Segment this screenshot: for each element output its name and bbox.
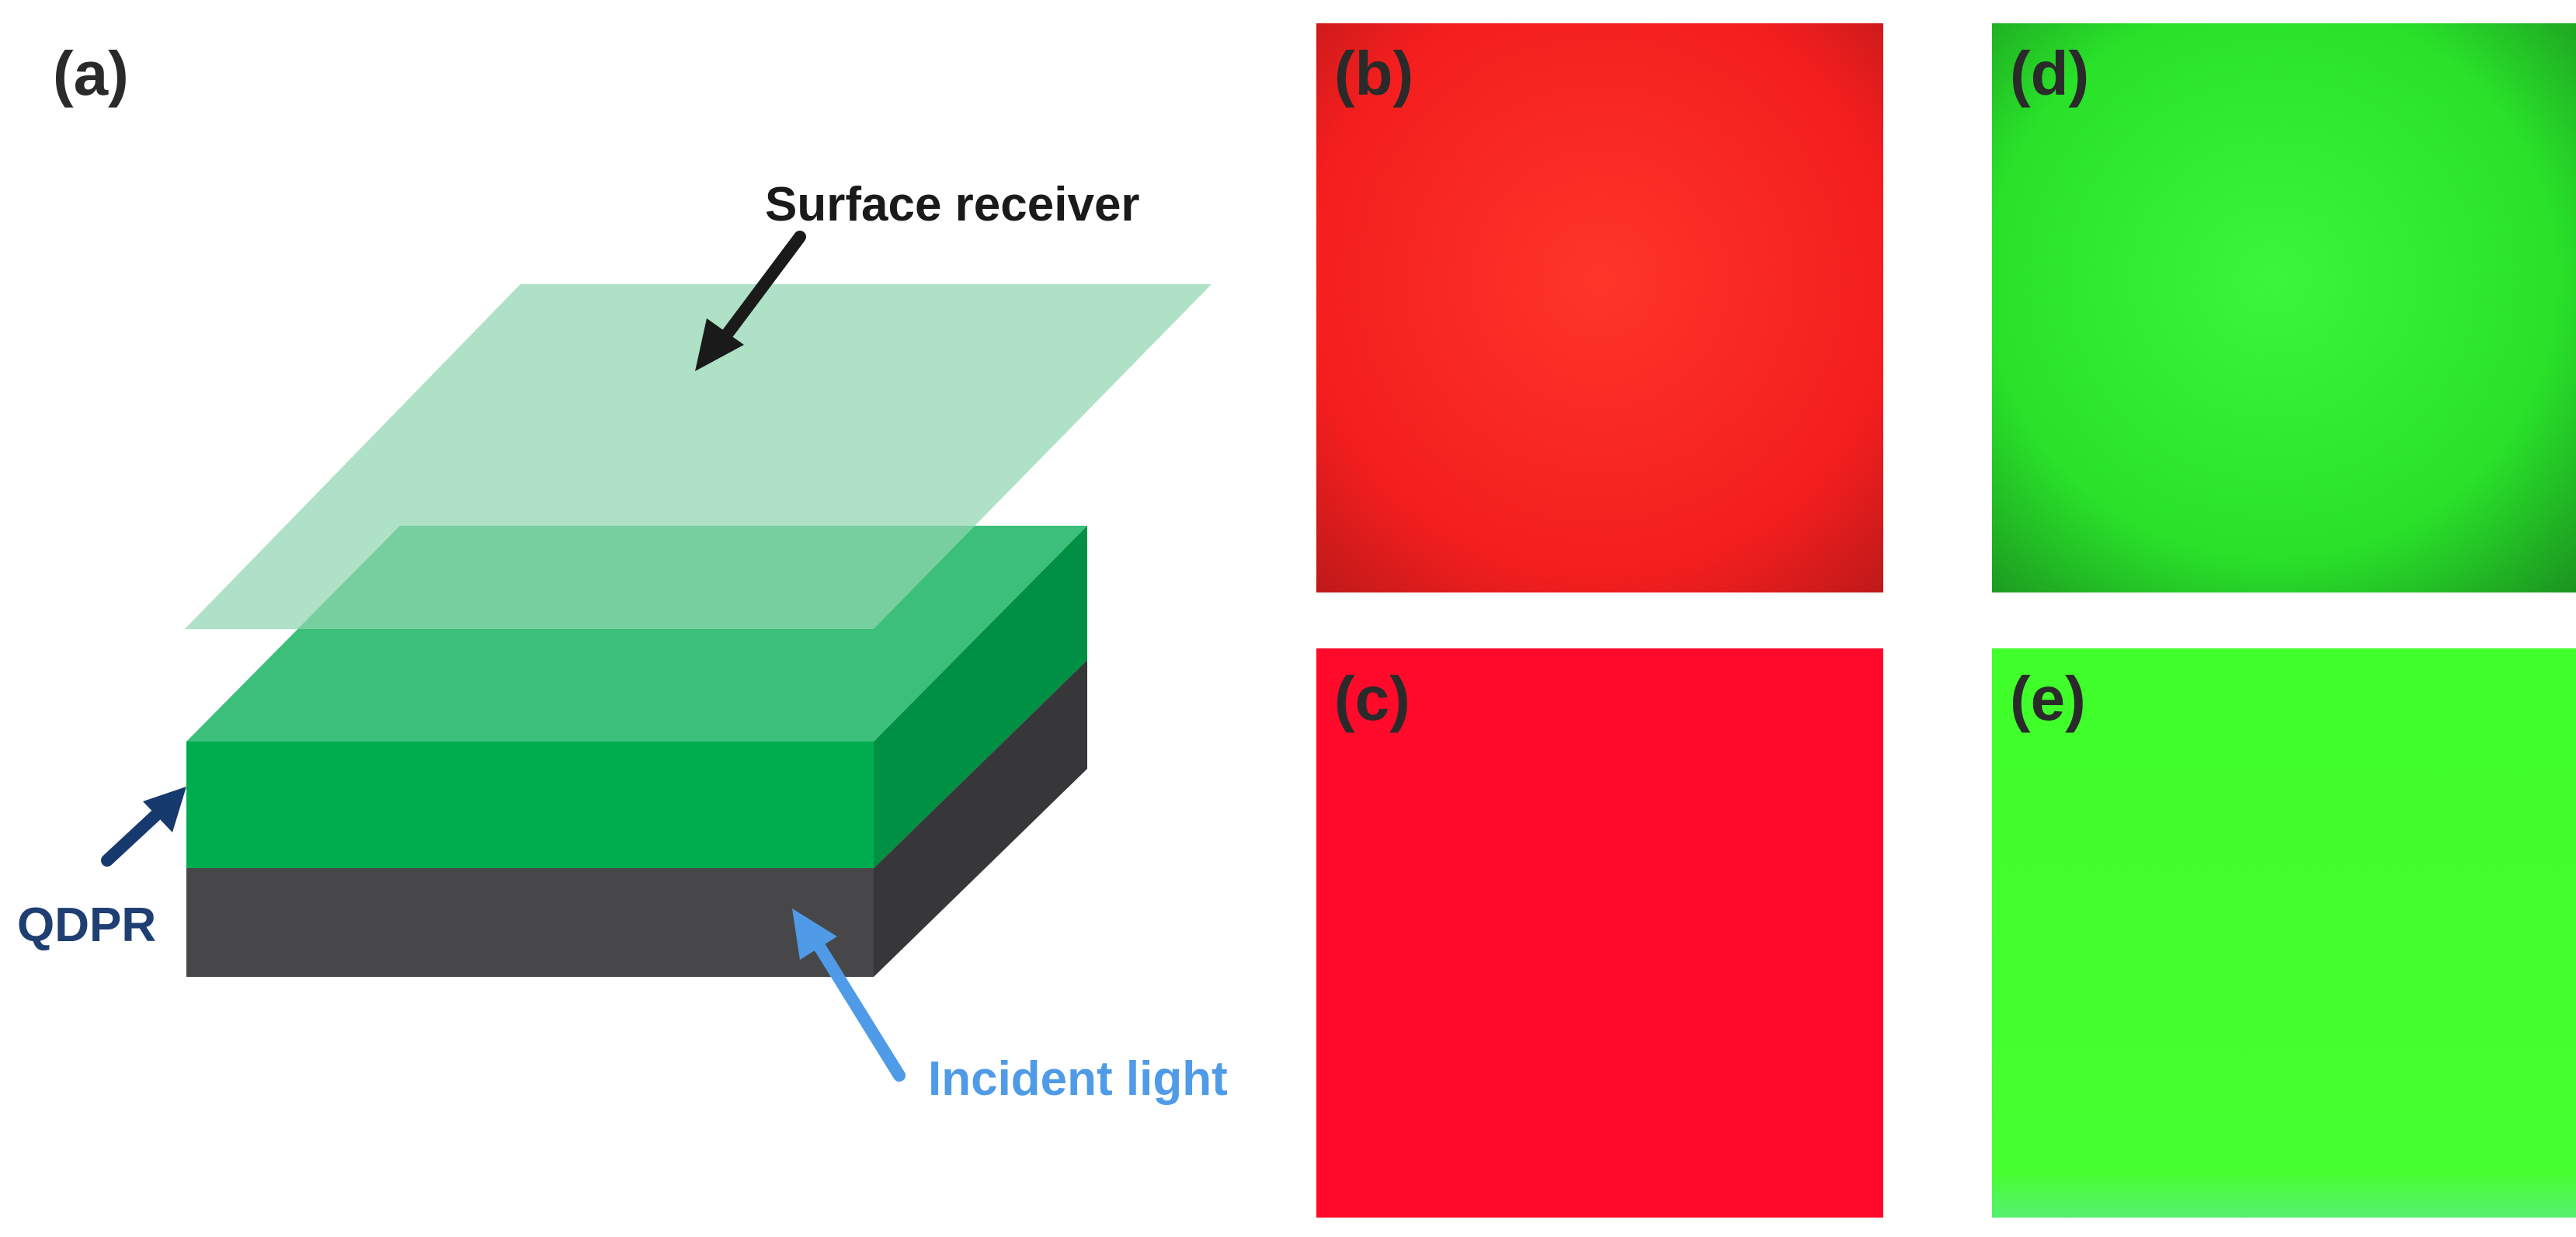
surface-receiver-plane	[185, 284, 1212, 629]
panel-d-label: (d)	[2010, 39, 2089, 108]
surface-receiver-arrow	[695, 231, 806, 371]
panel-a: (a) Surface receiver QDPR Incident light	[17, 39, 1228, 1106]
qdpr-arrow	[101, 787, 186, 867]
base-layer-front	[186, 868, 874, 977]
panel-b-label: (b)	[1334, 39, 1413, 108]
qdpr-label: QDPR	[17, 898, 156, 952]
panel-c-label: (c)	[1334, 664, 1410, 733]
qdpr-layer-side	[874, 526, 1087, 868]
incident-light-label: Incident light	[928, 1052, 1228, 1106]
panel-d: (d)	[1992, 23, 2576, 592]
panel-e-label: (e)	[2010, 664, 2086, 733]
panel-c-image	[1316, 648, 1883, 1218]
base-layer-side	[874, 660, 1087, 977]
qdpr-layer-front	[186, 742, 874, 868]
panel-b: (b)	[1316, 23, 1883, 592]
panel-e: (e)	[1992, 648, 2576, 1218]
incident-light-arrow	[792, 909, 906, 1082]
panel-a-label: (a)	[53, 39, 129, 108]
panel-c: (c)	[1316, 648, 1883, 1218]
panel-e-image	[1992, 648, 2576, 1218]
surface-receiver-label: Surface receiver	[765, 178, 1140, 231]
